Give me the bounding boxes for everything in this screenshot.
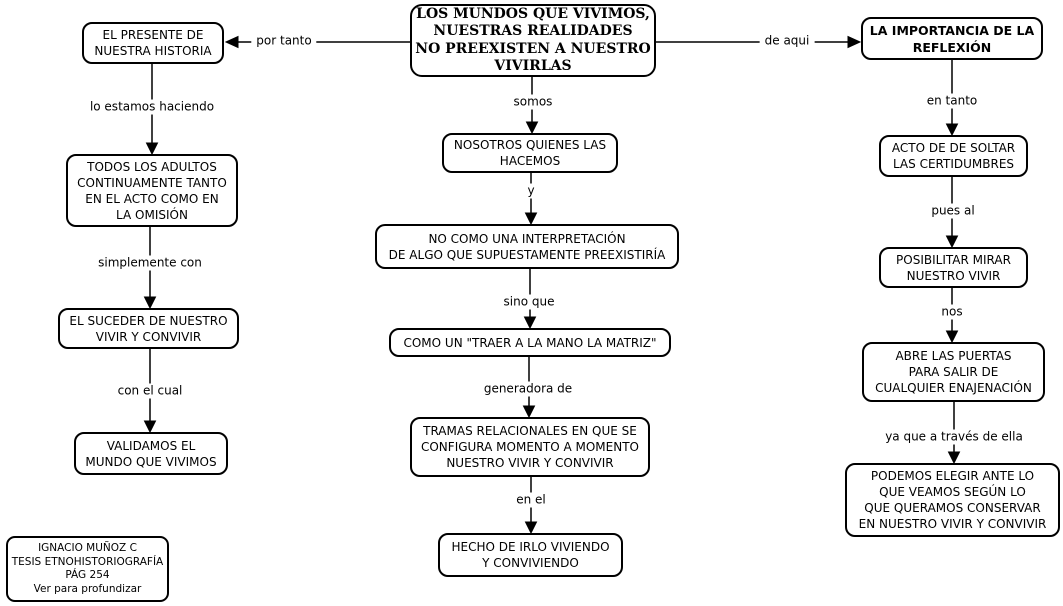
arrow-down-icon (945, 330, 959, 344)
edge-label-por-tanto: por tanto (251, 33, 317, 49)
arrow-down-icon (522, 405, 536, 419)
edge-label-nos: nos (936, 304, 968, 320)
arrow-down-icon (143, 296, 157, 310)
arrow-down-icon (145, 142, 159, 156)
edge-label-en-tanto: en tanto (921, 93, 983, 109)
arrow-down-icon (523, 316, 537, 330)
edge-label-con-el-cual: con el cual (112, 383, 188, 399)
node-suceder: EL SUCEDER DE NUESTRO VIVIR Y CONVIVIR (58, 308, 239, 349)
node-podemos-elegir: PODEMOS ELEGIR ANTE LO QUE VEAMOS SEGÚN … (845, 463, 1060, 537)
node-hecho: HECHO DE IRLO VIVIENDO Y CONVIVIENDO (438, 533, 623, 577)
node-nosotros: NOSOTROS QUIENES LAS HACEMOS (442, 133, 618, 173)
node-presente: EL PRESENTE DE NUESTRA HISTORIA (82, 22, 224, 64)
node-tramas-relacionales: TRAMAS RELACIONALES EN QUE SE CONFIGURA … (410, 417, 650, 477)
edge-label-lo-estamos-haciendo: lo estamos haciendo (84, 99, 220, 115)
node-traer-a-la-mano: COMO UN "TRAER A LA MANO LA MATRIZ" (389, 328, 671, 357)
edge-label-pues-al: pues al (926, 203, 980, 219)
node-adultos: TODOS LOS ADULTOS CONTINUAMENTE TANTO EN… (66, 154, 238, 227)
node-acto-soltar: ACTO DE DE SOLTAR LAS CERTIDUMBRES (879, 135, 1028, 177)
edge-label-generadora-de: generadora de (478, 381, 578, 397)
node-main-title: LOS MUNDOS QUE VIVIMOS, NUESTRAS REALIDA… (410, 4, 656, 77)
arrow-right-icon (847, 35, 862, 49)
arrow-down-icon (525, 121, 539, 135)
node-validamos: VALIDAMOS EL MUNDO QUE VIVIMOS (74, 432, 228, 475)
node-interpretacion: NO COMO UNA INTERPRETACIÓN DE ALGO QUE S… (375, 224, 679, 269)
edge-label-simplemente-con: simplemente con (93, 255, 207, 271)
edge-label-y: y (522, 183, 540, 199)
edge-label-en-el: en el (511, 492, 551, 508)
arrow-down-icon (945, 123, 959, 137)
node-importancia-reflexion: LA IMPORTANCIA DE LA REFLEXIÓN (861, 17, 1043, 60)
arrow-down-icon (945, 235, 959, 249)
node-source-reference: IGNACIO MUÑOZ C TESIS ETNOHISTORIOGRAFÍA… (6, 536, 169, 602)
edge-label-somos: somos (508, 94, 558, 110)
edge-label-de-aqui: de aqui (759, 33, 815, 49)
arrow-down-icon (947, 451, 961, 465)
edge-label-ya-que-a-traves-de-ella: ya que a través de ella (880, 429, 1028, 445)
node-posibilitar: POSIBILITAR MIRAR NUESTRO VIVIR (879, 247, 1028, 288)
arrow-down-icon (524, 212, 538, 226)
arrow-left-icon (224, 35, 239, 49)
arrow-down-icon (143, 420, 157, 434)
edge-label-sino-que: sino que (498, 294, 560, 310)
node-abre-puertas: ABRE LAS PUERTAS PARA SALIR DE CUALQUIER… (862, 342, 1045, 402)
arrow-down-icon (524, 521, 538, 535)
